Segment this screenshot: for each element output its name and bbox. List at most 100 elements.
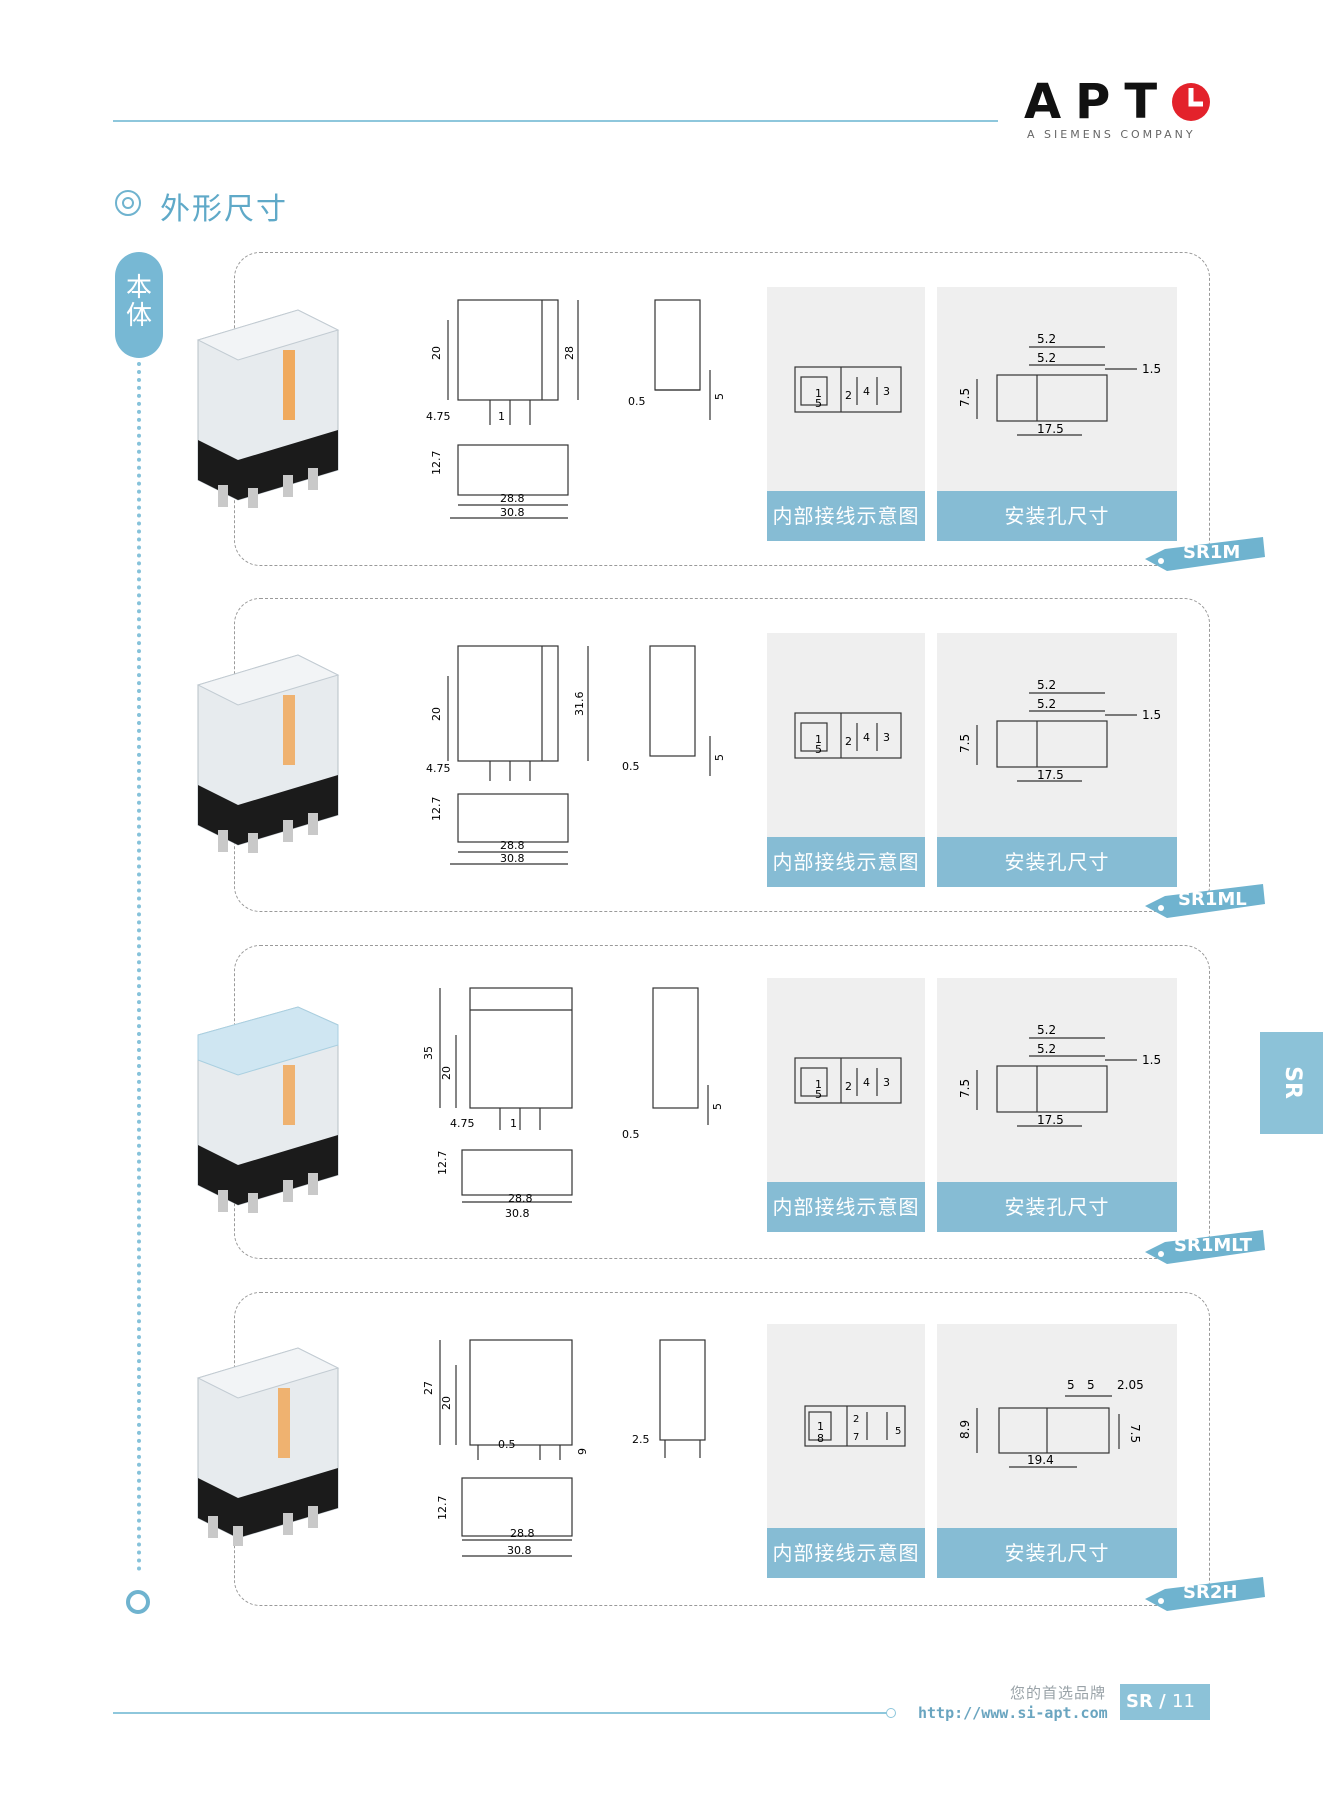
mount-dim: 5.2	[1037, 678, 1056, 692]
wiring-caption: 内部接线示意图	[767, 837, 925, 887]
relay-photo	[197, 1006, 339, 1213]
dim-pin: 0.5	[498, 1438, 516, 1451]
model-tag	[1145, 537, 1265, 571]
dim-pin: 4.75	[426, 410, 451, 423]
relay-photo	[196, 1347, 340, 1546]
pin-label: 8	[817, 1432, 824, 1445]
model-tag	[1145, 1577, 1265, 1611]
pin-label: 4	[863, 385, 870, 398]
dim-pin: 4.75	[426, 762, 451, 775]
dim-w1: 12.7	[436, 1151, 449, 1176]
footer-dot-icon	[886, 1708, 896, 1718]
mount-dim: 5.2	[1037, 1023, 1056, 1037]
dim-side: 0.5	[622, 760, 640, 773]
mount-dim: 17.5	[1037, 1113, 1064, 1127]
mount-dim: 7.5	[958, 1079, 972, 1098]
pin-label: 5	[815, 1088, 822, 1101]
mounting-diagram: 5 5 2.05 8.9 19.4 7.5	[958, 1378, 1144, 1468]
page-number: 11	[1172, 1691, 1195, 1712]
header-rule	[113, 120, 998, 122]
dim-w1: 12.7	[436, 1496, 449, 1521]
rail-end-circle-icon	[126, 1590, 150, 1614]
dim-side: 0.5	[622, 1128, 640, 1141]
mounting-caption: 安装孔尺寸	[937, 837, 1177, 887]
wiring-diagram: 1 5 2 4 3	[794, 1057, 902, 1104]
dim-pin: 4.75	[450, 1117, 475, 1130]
mount-dim: 1.5	[1142, 708, 1161, 722]
dim-l1: 28.8	[508, 1192, 533, 1205]
mounting-caption: 安装孔尺寸	[937, 1182, 1177, 1232]
mount-dim: 19.4	[1027, 1453, 1054, 1467]
pin-label: 2	[845, 735, 852, 748]
wiring-diagram: 1 5 2 4 3	[794, 366, 902, 413]
dim-l1: 28.8	[510, 1527, 535, 1540]
wiring-diagram-box: 1 8 2 7 5 内部接线示意图	[767, 1324, 925, 1578]
wiring-caption: 内部接线示意图	[767, 1528, 925, 1578]
mounting-diagram-box: 5.2 5.2 1.5 7.5 17.5 安装孔尺寸	[937, 287, 1177, 541]
dim-l2: 30.8	[500, 506, 525, 519]
mount-dim: 5.2	[1037, 351, 1056, 365]
relay-photo	[196, 309, 340, 508]
dim-l2: 30.8	[505, 1207, 530, 1220]
brand-subtitle: A SIEMENS COMPANY	[1027, 128, 1196, 141]
dim-l1: 28.8	[500, 839, 525, 852]
mount-dim: 5	[1067, 1378, 1075, 1392]
pin-label: 1	[817, 1420, 824, 1433]
mounting-caption: 安装孔尺寸	[937, 1528, 1177, 1578]
rail-dotted-line	[137, 362, 141, 1572]
wiring-caption: 内部接线示意图	[767, 491, 925, 541]
dim-w1: 12.7	[430, 451, 443, 476]
dim-side: 0.5	[628, 395, 646, 408]
footer-slogan: 您的首选品牌	[1010, 1684, 1107, 1702]
model-label: SR2H	[1183, 1582, 1238, 1603]
dim-w1: 12.7	[430, 797, 443, 822]
mount-dim: 1.5	[1142, 362, 1161, 376]
pin-label: 3	[883, 385, 890, 398]
pin-label: 5	[815, 743, 822, 756]
dim-side: 2.5	[632, 1433, 650, 1446]
rail-tab: 本 体	[115, 252, 163, 358]
mount-dim: 5.2	[1037, 1042, 1056, 1056]
rail-label-2: 体	[125, 301, 152, 331]
dim-total: 28	[563, 346, 576, 360]
pin-label: 4	[863, 1076, 870, 1089]
dimension-drawing: 27 20 0.5 6 12.7 28.8 30.8 2.5	[422, 1339, 706, 1557]
dimension-drawing: 35 20 4.75 1 12.7 28.8 30.8 0.5 5	[422, 987, 724, 1220]
model-label: SR1ML	[1178, 889, 1247, 910]
pin-label: 1	[815, 733, 822, 746]
dim-h: 20	[440, 1066, 453, 1080]
mount-dim: 1.5	[1142, 1053, 1161, 1067]
dim-h: 20	[430, 707, 443, 721]
wiring-diagram-box: 1 5 2 4 3 内部接线示意图	[767, 633, 925, 887]
dim-pin2: 1	[510, 1117, 517, 1130]
mount-dim: 17.5	[1037, 768, 1064, 782]
brand-logo: APT	[1024, 74, 1172, 130]
model-label: SR1M	[1183, 542, 1241, 563]
dim-pin2: 6	[575, 1448, 588, 1455]
pin-label: 7	[853, 1432, 859, 1443]
page-badge: SR / 11	[1120, 1684, 1210, 1720]
pin-label: 2	[845, 1080, 852, 1093]
mount-dim: 8.9	[958, 1420, 972, 1439]
mount-dim: 17.5	[1037, 422, 1064, 436]
wiring-diagram-box: 1 5 2 4 3 内部接线示意图	[767, 287, 925, 541]
pin-label: 3	[883, 731, 890, 744]
dim-h: 20	[430, 346, 443, 360]
wiring-diagram: 1 8 2 7 5	[804, 1405, 906, 1447]
dim-l1: 28.8	[500, 492, 525, 505]
relay-photo	[196, 654, 340, 853]
pin-label: 5	[815, 397, 822, 410]
mount-dim: 7.5	[1128, 1424, 1142, 1443]
wiring-diagram: 1 5 2 4 3	[794, 712, 902, 759]
pin-label: 2	[853, 1414, 859, 1425]
footer-url-link[interactable]: http://www.si-apt.com	[918, 1704, 1108, 1722]
dim-total: 31.6	[573, 692, 586, 717]
dim-l2: 30.8	[507, 1544, 532, 1557]
dim-total: 35	[422, 1046, 435, 1060]
pin-label: 3	[883, 1076, 890, 1089]
dim-l2: 30.8	[500, 852, 525, 865]
dim-side2: 5	[713, 754, 726, 761]
mounting-diagram-box: 5.2 5.2 1.5 7.5 17.5 安装孔尺寸	[937, 633, 1177, 887]
pin-label: 1	[815, 1078, 822, 1091]
footer-rule	[113, 1712, 888, 1714]
